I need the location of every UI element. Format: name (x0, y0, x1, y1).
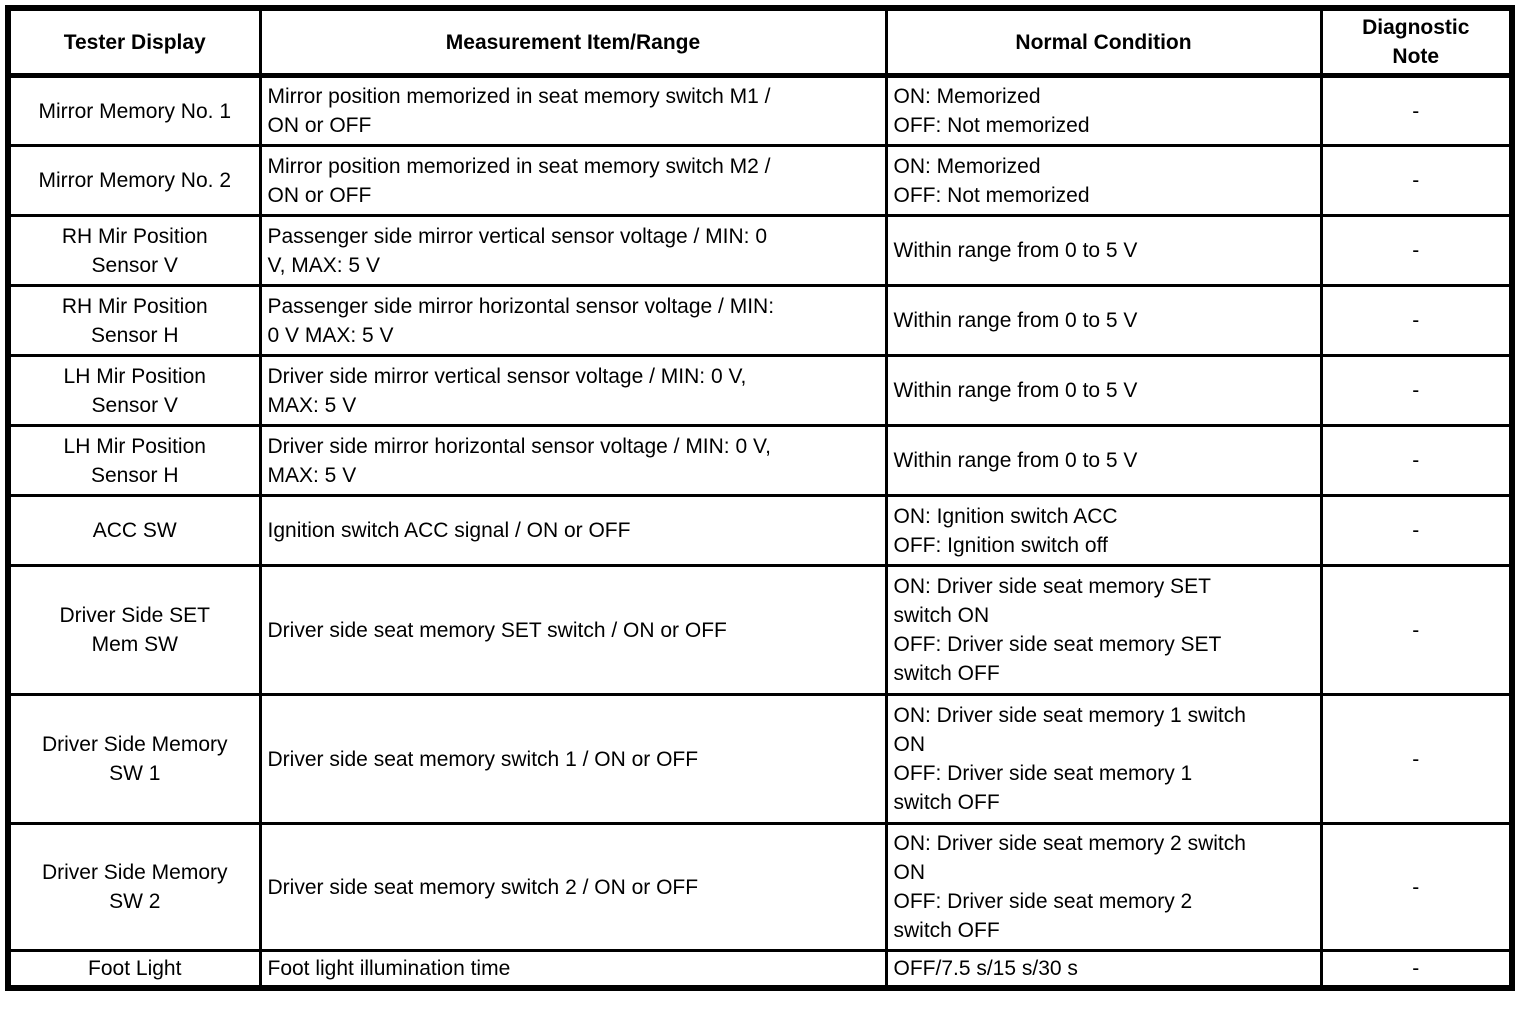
cell-measurement-item-range: Mirror position memorized in seat memory… (258, 74, 888, 147)
cell-normal-condition: ON: Driver side seat memory 2 switch ON … (884, 822, 1323, 952)
cell-tester-display: Driver Side Memory SW 1 (6, 693, 262, 825)
cell-tester-display: Mirror Memory No. 2 (6, 144, 262, 217)
cell-tester-display: Foot Light (6, 949, 262, 990)
table-row: Driver Side SET Mem SW Driver side seat … (6, 564, 1514, 696)
cell-diagnostic-note: - (1319, 949, 1514, 990)
cell-tester-display: Mirror Memory No. 1 (6, 74, 262, 147)
cell-tester-display: LH Mir Position Sensor V (6, 354, 262, 427)
cell-tester-display: ACC SW (6, 494, 262, 567)
cell-normal-condition: ON: Driver side seat memory SET switch O… (884, 564, 1323, 696)
cell-diagnostic-note: - (1319, 822, 1514, 952)
cell-measurement-item-range: Passenger side mirror vertical sensor vo… (258, 214, 888, 287)
diagnostic-data-table: Tester Display Measurement Item/Range No… (5, 5, 1515, 991)
cell-normal-condition: Within range from 0 to 5 V (884, 424, 1323, 497)
table-row: Driver Side Memory SW 2 Driver side seat… (6, 822, 1514, 952)
cell-tester-display: Driver Side SET Mem SW (6, 564, 262, 696)
column-header-measurement-item-range: Measurement Item/Range (258, 6, 888, 78)
table-row: LH Mir Position Sensor H Driver side mir… (6, 424, 1514, 497)
cell-tester-display: Driver Side Memory SW 2 (6, 822, 262, 952)
cell-diagnostic-note: - (1319, 144, 1514, 217)
table-row: LH Mir Position Sensor V Driver side mir… (6, 354, 1514, 427)
cell-measurement-item-range: Ignition switch ACC signal / ON or OFF (258, 494, 888, 567)
table-row: Mirror Memory No. 2 Mirror position memo… (6, 144, 1514, 217)
cell-diagnostic-note: - (1319, 214, 1514, 287)
cell-diagnostic-note: - (1319, 693, 1514, 825)
cell-diagnostic-note: - (1319, 564, 1514, 696)
cell-measurement-item-range: Driver side seat memory switch 1 / ON or… (258, 693, 888, 825)
column-header-diagnostic-note: Diagnostic Note (1319, 6, 1514, 78)
table-row: RH Mir Position Sensor H Passenger side … (6, 284, 1514, 357)
table-row: Foot Light Foot light illumination time … (6, 949, 1514, 990)
cell-normal-condition: ON: Memorized OFF: Not memorized (884, 74, 1323, 147)
table-row: Mirror Memory No. 1 Mirror position memo… (6, 74, 1514, 147)
cell-normal-condition: Within range from 0 to 5 V (884, 214, 1323, 287)
cell-measurement-item-range: Driver side mirror horizontal sensor vol… (258, 424, 888, 497)
table-row: ACC SW Ignition switch ACC signal / ON o… (6, 494, 1514, 567)
table-row: Driver Side Memory SW 1 Driver side seat… (6, 693, 1514, 825)
cell-measurement-item-range: Passenger side mirror horizontal sensor … (258, 284, 888, 357)
cell-tester-display: RH Mir Position Sensor H (6, 284, 262, 357)
cell-normal-condition: Within range from 0 to 5 V (884, 284, 1323, 357)
cell-normal-condition: Within range from 0 to 5 V (884, 354, 1323, 427)
cell-measurement-item-range: Driver side seat memory SET switch / ON … (258, 564, 888, 696)
table-header-row: Tester Display Measurement Item/Range No… (6, 6, 1514, 78)
cell-diagnostic-note: - (1319, 424, 1514, 497)
cell-diagnostic-note: - (1319, 494, 1514, 567)
cell-tester-display: LH Mir Position Sensor H (6, 424, 262, 497)
cell-diagnostic-note: - (1319, 74, 1514, 147)
column-header-normal-condition: Normal Condition (884, 6, 1323, 78)
cell-measurement-item-range: Driver side mirror vertical sensor volta… (258, 354, 888, 427)
cell-measurement-item-range: Driver side seat memory switch 2 / ON or… (258, 822, 888, 952)
cell-measurement-item-range: Foot light illumination time (258, 949, 888, 990)
column-header-tester-display: Tester Display (6, 6, 262, 78)
cell-tester-display: RH Mir Position Sensor V (6, 214, 262, 287)
cell-measurement-item-range: Mirror position memorized in seat memory… (258, 144, 888, 217)
table-row: RH Mir Position Sensor V Passenger side … (6, 214, 1514, 287)
cell-normal-condition: OFF/7.5 s/15 s/30 s (884, 949, 1323, 990)
cell-diagnostic-note: - (1319, 284, 1514, 357)
cell-normal-condition: ON: Memorized OFF: Not memorized (884, 144, 1323, 217)
cell-diagnostic-note: - (1319, 354, 1514, 427)
cell-normal-condition: ON: Ignition switch ACC OFF: Ignition sw… (884, 494, 1323, 567)
cell-normal-condition: ON: Driver side seat memory 1 switch ON … (884, 693, 1323, 825)
